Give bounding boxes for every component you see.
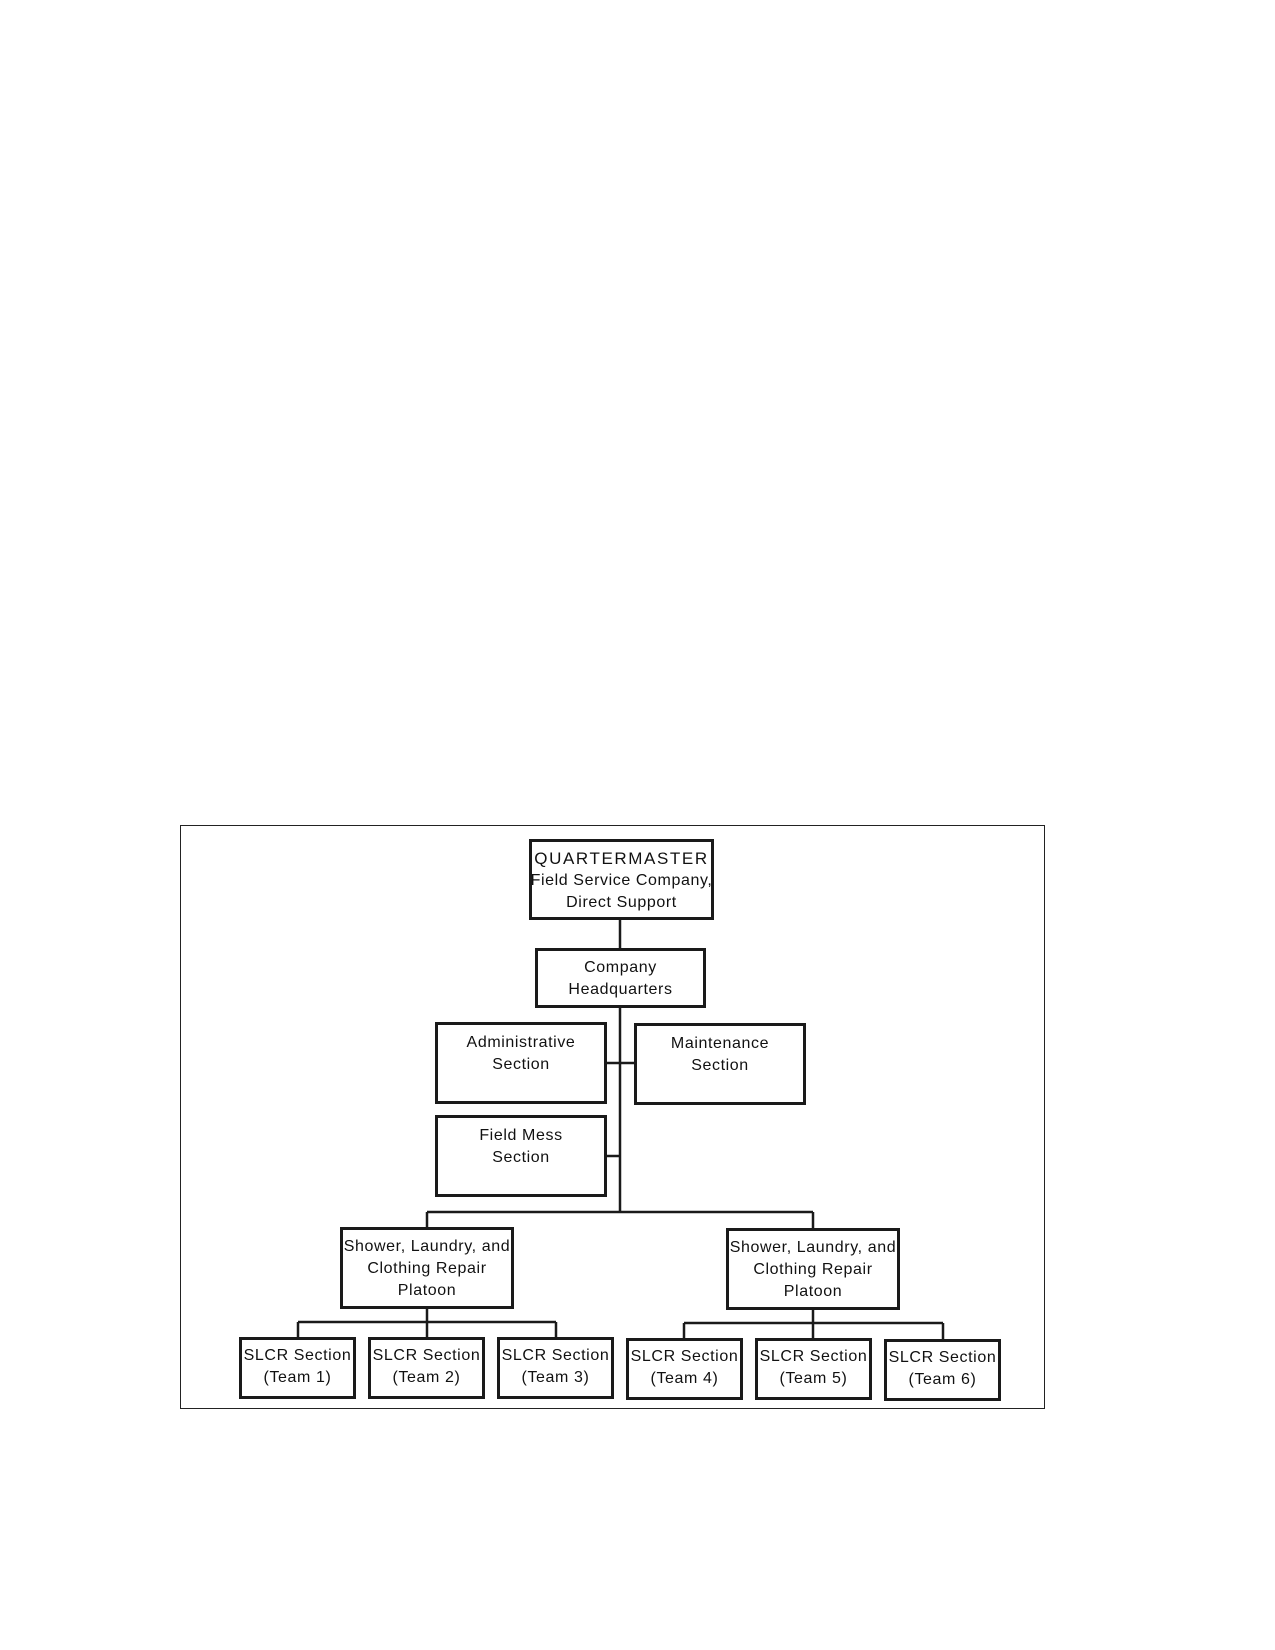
maintenance-line-1: Maintenance [670, 1035, 770, 1052]
slcr-section-team-3: SLCR Section (Team 3) [497, 1337, 614, 1399]
platoon-2-line-2: Clothing Repair [753, 1261, 873, 1278]
platoon-1-line-1: Shower, Laundry, and [343, 1238, 511, 1255]
field-mess-section-box: Field Mess Section [435, 1115, 607, 1197]
slcr-section-team-6: SLCR Section (Team 6) [884, 1339, 1001, 1401]
root-subtitle-line-2: Direct Support [566, 894, 677, 911]
team-6-line-1: SLCR Section [888, 1349, 997, 1366]
platoon-box-2: Shower, Laundry, and Clothing Repair Pla… [726, 1228, 900, 1310]
headquarters-line-2: Headquarters [568, 981, 673, 998]
team-1-line-2: (Team 1) [263, 1369, 332, 1386]
team-6-line-2: (Team 6) [908, 1371, 977, 1388]
team-1-line-1: SLCR Section [243, 1347, 352, 1364]
slcr-section-team-4: SLCR Section (Team 4) [626, 1338, 743, 1400]
platoon-2-line-1: Shower, Laundry, and [729, 1239, 897, 1256]
administrative-line-1: Administrative [466, 1034, 576, 1051]
administrative-section-box: Administrative Section [435, 1022, 607, 1104]
team-5-line-2: (Team 5) [779, 1370, 848, 1387]
headquarters-box: Company Headquarters [535, 948, 706, 1008]
field-mess-line-2: Section [492, 1149, 550, 1166]
root-subtitle-line-1: Field Service Company, [530, 872, 713, 889]
team-4-line-2: (Team 4) [650, 1370, 719, 1387]
slcr-section-team-5: SLCR Section (Team 5) [755, 1338, 872, 1400]
team-2-line-1: SLCR Section [372, 1347, 481, 1364]
slcr-section-team-1: SLCR Section (Team 1) [239, 1337, 356, 1399]
team-5-line-1: SLCR Section [759, 1348, 868, 1365]
team-3-line-1: SLCR Section [501, 1347, 610, 1364]
administrative-line-2: Section [492, 1056, 550, 1073]
slcr-section-team-2: SLCR Section (Team 2) [368, 1337, 485, 1399]
headquarters-line-1: Company [584, 959, 657, 976]
platoon-1-line-3: Platoon [397, 1282, 457, 1299]
platoon-box-1: Shower, Laundry, and Clothing Repair Pla… [340, 1227, 514, 1309]
field-mess-line-1: Field Mess [479, 1127, 563, 1144]
team-2-line-2: (Team 2) [392, 1369, 461, 1386]
maintenance-line-2: Section [691, 1057, 749, 1074]
platoon-1-line-2: Clothing Repair [367, 1260, 487, 1277]
figure-frame [180, 825, 1045, 1409]
root-title: QUARTERMASTER [534, 849, 709, 868]
root-box-quartermaster: QUARTERMASTER Field Service Company, Dir… [529, 839, 714, 920]
platoon-2-line-3: Platoon [783, 1283, 843, 1300]
team-3-line-2: (Team 3) [521, 1369, 590, 1386]
team-4-line-1: SLCR Section [630, 1348, 739, 1365]
maintenance-section-box: Maintenance Section [634, 1023, 806, 1105]
